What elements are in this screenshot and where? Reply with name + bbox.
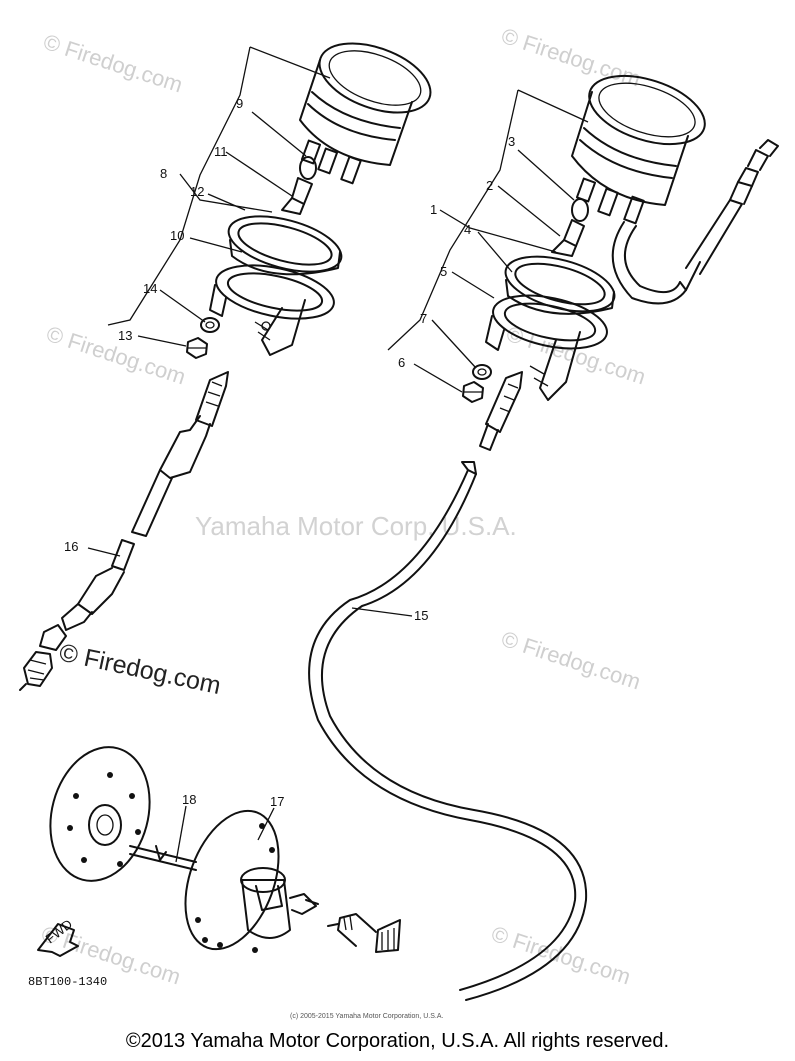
left-damper-ring [227,215,343,276]
right-damper-ring [504,255,616,315]
speedometer-gear-unit [49,746,319,953]
watermark-top-right: © Firedog.com [498,23,643,91]
callout-14: 14 [143,281,157,296]
callout-17: 17 [270,794,284,809]
left-meter-assembly [186,42,432,359]
callout-15: 15 [414,608,428,623]
callout-12: 12 [190,184,204,199]
callout-1: 1 [430,202,437,217]
callout-5: 5 [440,264,447,279]
left-collar [200,317,220,333]
callout-11: 11 [214,144,228,159]
fine-print: (c) 2005-2015 Yamaha Motor Corporation, … [290,1013,443,1020]
watermark-top-left: © Firedog.com [40,29,185,97]
callout-7: 7 [420,311,427,326]
left-bracket [209,264,335,356]
callout-16: 16 [64,539,78,554]
fwd-arrow-icon: FWD [37,916,79,957]
tachometer-cable [308,461,588,1001]
right-cable-head [479,371,523,451]
callout-4: 4 [464,222,471,237]
right-nut [462,381,484,403]
copyright-footer: ©2013 Yamaha Motor Corporation, U.S.A. A… [125,1030,670,1052]
right-bulb-socket [551,198,589,257]
left-bulb-socket [281,156,317,215]
callout-9: 9 [236,96,243,111]
left-meter-body [299,42,432,166]
callout-6: 6 [398,355,405,370]
right-meter-terminals [575,177,645,225]
callout-18: 18 [182,792,196,807]
watermark-mid-left: © Firedog.com [43,321,188,389]
callout-8: 8 [160,166,167,181]
left-meter-terminals [300,139,362,185]
watermark-center: Yamaha Motor Corp, U.S.A. [195,511,517,541]
callout-13: 13 [118,328,132,343]
callout-2: 2 [486,178,493,193]
watermark-lower-right: © Firedog.com [498,626,643,694]
right-bracket [485,294,608,401]
callout-3: 3 [508,134,515,149]
part-code: 8BT100-1340 [28,975,107,989]
right-meter-body [571,74,706,206]
leader-lines [87,46,589,863]
left-meter-cable [19,371,229,691]
right-meter-assembly [462,74,779,451]
callout-numbers: 9 11 8 12 10 14 13 16 3 2 1 4 5 7 6 15 1… [64,96,515,809]
left-nut [186,337,208,359]
watermark-layer: © Firedog.com © Firedog.com © Firedog.co… [38,23,648,989]
right-collar [472,364,492,380]
right-wire-harness [611,139,779,305]
watermark-dark: © Firedog.com [57,638,224,700]
callout-10: 10 [170,228,184,243]
